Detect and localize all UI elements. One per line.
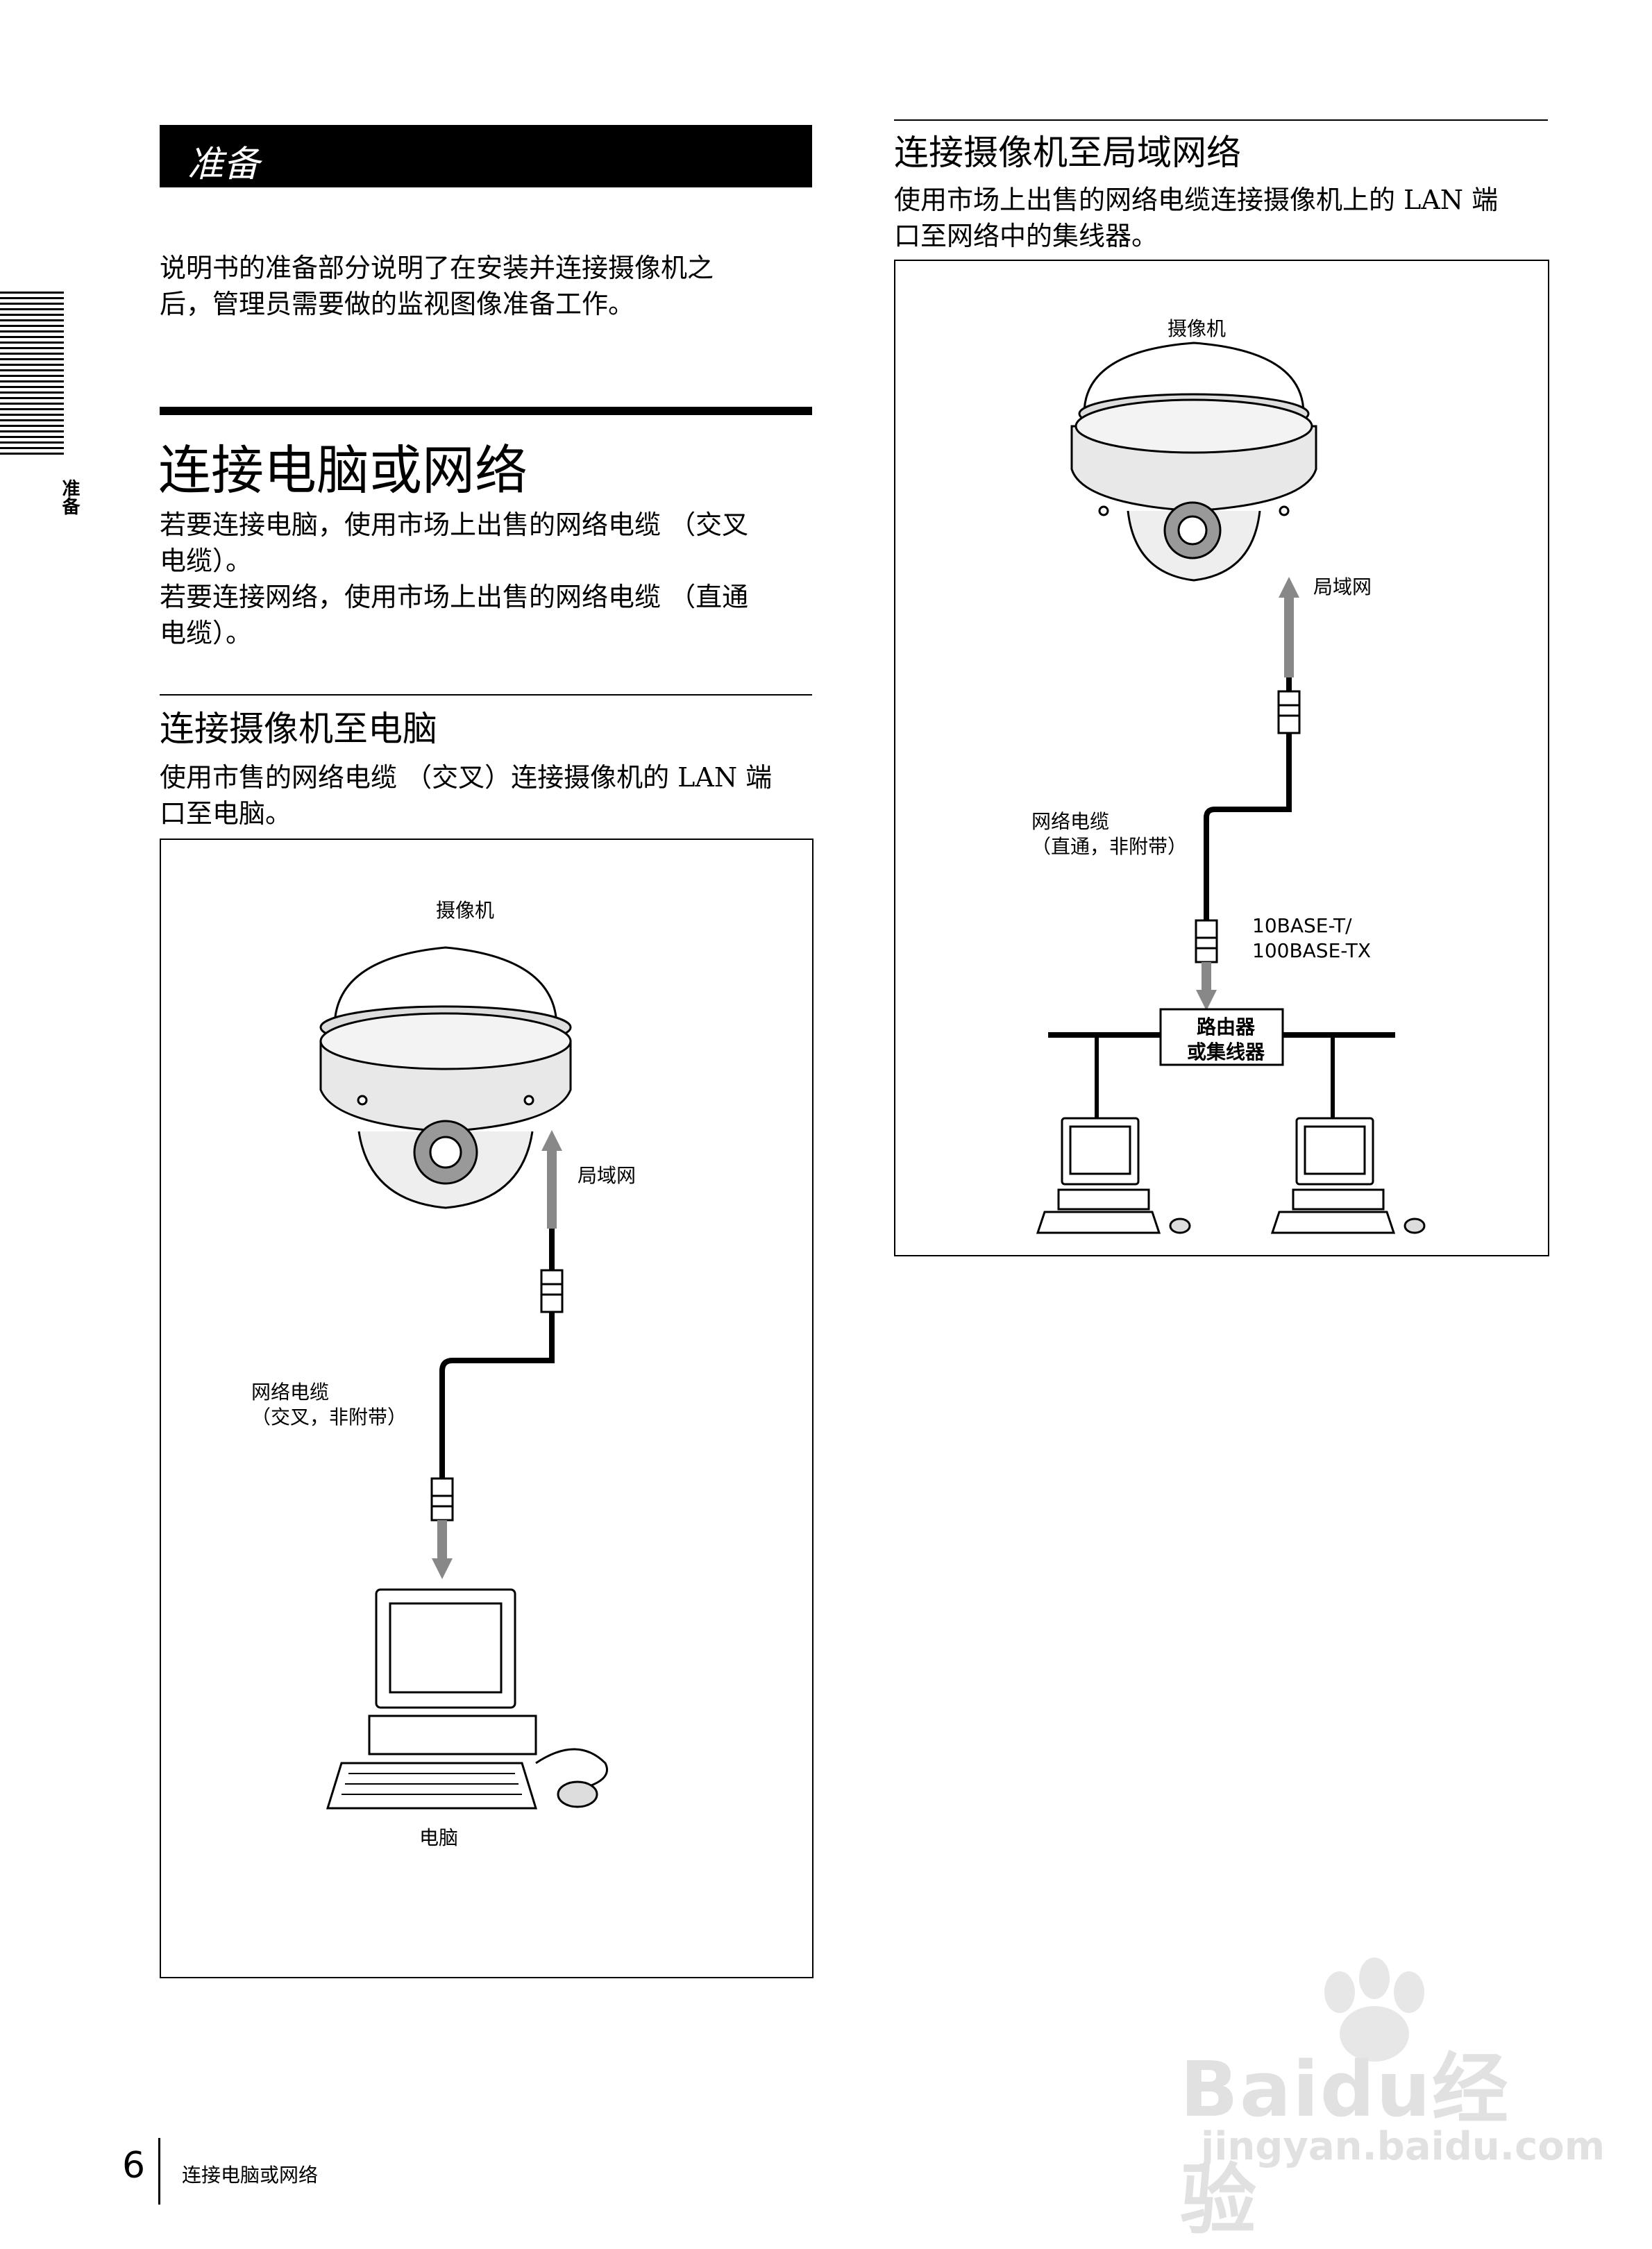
sub1-paragraph: 使用市售的网络电缆 （交叉）连接摄像机的 LAN 端 口至电脑。 [160, 759, 819, 832]
main-paragraph: 若要连接电脑，使用市场上出售的网络电缆 （交叉 电缆）。 若要连接网络，使用市场… [160, 507, 819, 651]
pc-icon [326, 1588, 608, 1810]
connector-top-icon [1277, 690, 1301, 734]
main-line: 若要连接网络，使用市场上出售的网络电缆 （直通 [160, 582, 749, 612]
camera-label: 摄像机 [436, 899, 495, 922]
side-tab-label: 准备 [59, 479, 80, 515]
intro-line: 说明书的准备部分说明了在安装并连接摄像机之 [160, 253, 714, 283]
section-header-bar: 准备 [160, 125, 812, 187]
network-cable [439, 1229, 555, 1506]
watermark-brand: Baidu经验 [1180, 2045, 1510, 2245]
main-heading: 连接电脑或网络 [158, 439, 528, 501]
sub1-heading: 连接摄像机至电脑 [160, 709, 437, 749]
lan-label: 局域网 [1313, 575, 1372, 598]
dome-camera-icon [1070, 342, 1317, 582]
network-cable [1204, 677, 1292, 927]
lan-arrow-icon [541, 1130, 562, 1229]
connector-bottom-icon [1195, 919, 1218, 963]
subheading-rule [160, 694, 812, 696]
figure-camera-to-lan: 摄像机 局域网 网络电缆 （直通，非附带） 10BASE-T/ 100BASE-… [894, 260, 1549, 1256]
camera-label: 摄像机 [1168, 317, 1227, 340]
figure-camera-to-pc: 摄像机 局域网 网络电缆 （交叉，非附带） 电脑 [160, 839, 814, 1978]
running-title: 连接电脑或网络 [182, 2164, 319, 2187]
heading-rule [160, 407, 812, 415]
paw-logo-icon [1324, 1957, 1424, 2062]
main-line: 电缆）。 [160, 618, 253, 648]
main-line: 电缆）。 [160, 546, 253, 576]
lan-label: 局域网 [578, 1164, 637, 1187]
intro-line: 后，管理员需要做的监视图像准备工作。 [160, 289, 635, 319]
pc-right-icon [1270, 1117, 1426, 1234]
sub1-line: 口至电脑。 [160, 798, 292, 829]
side-tab-stripes [0, 292, 64, 458]
lan-arrow-icon [1279, 577, 1299, 677]
intro-paragraph: 说明书的准备部分说明了在安装并连接摄像机之 后，管理员需要做的监视图像准备工作。 [160, 250, 819, 322]
pc-arrow-icon [432, 1520, 453, 1579]
port-label: 10BASE-T/ 100BASE-TX [1252, 914, 1372, 962]
subheading-rule [894, 119, 1548, 121]
dome-camera-icon [319, 946, 572, 1209]
sub2-line: 口至网络中的集线器。 [894, 221, 1158, 251]
hub-label: 路由器 或集线器 [1187, 1016, 1265, 1063]
main-line: 若要连接电脑，使用市场上出售的网络电缆 （交叉 [160, 509, 749, 540]
connector-bottom-icon [430, 1477, 454, 1522]
baidu-watermark: Baidu经验 jingyan.baidu.com [1166, 1951, 1605, 2245]
watermark-url: jingyan.baidu.com [1201, 2124, 1605, 2169]
sub2-paragraph: 使用市场上出售的网络电缆连接摄像机上的 LAN 端 口至网络中的集线器。 [894, 182, 1553, 254]
page-number: 6 [122, 2145, 146, 2187]
hub-box [1159, 1008, 1284, 1066]
figure-camera-to-lan-drawing [1036, 342, 1426, 1234]
pc-left-icon [1036, 1117, 1191, 1234]
sub1-line: 使用市售的网络电缆 （交叉）连接摄像机的 LAN 端 [160, 762, 773, 793]
sub2-heading: 连接摄像机至局域网络 [894, 133, 1241, 173]
connector-top-icon [540, 1269, 564, 1313]
hub-arrow-icon [1196, 962, 1217, 1011]
pc-label: 电脑 [419, 1826, 459, 1849]
section-header-title: 准备 [187, 144, 260, 185]
cable-label: 网络电缆 （直通，非附带） [1031, 810, 1188, 858]
figure-camera-to-pc-drawing [319, 946, 608, 1810]
sub2-line: 使用市场上出售的网络电缆连接摄像机上的 LAN 端 [894, 185, 1499, 215]
cable-label: 网络电缆 （交叉，非附带） [251, 1381, 407, 1429]
footer-rule [158, 2138, 160, 2205]
